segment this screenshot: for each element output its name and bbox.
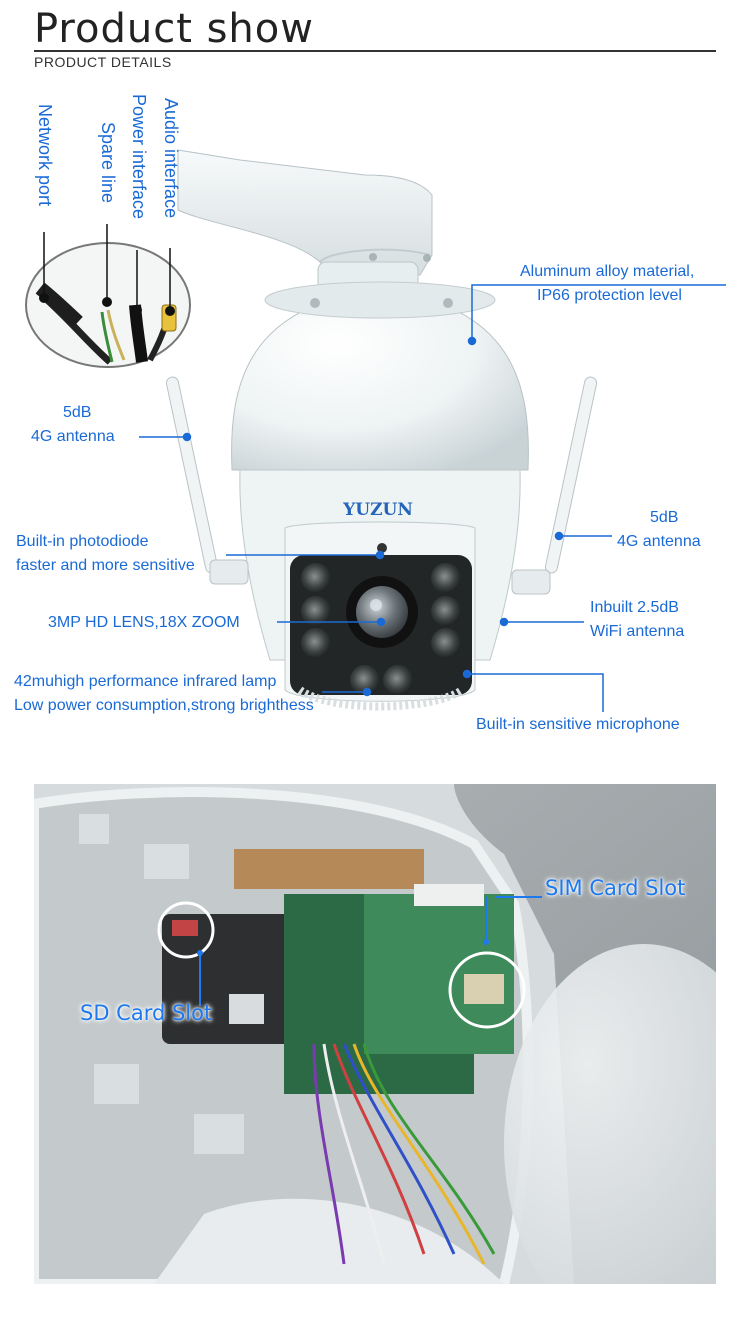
callout-wifi-line1: Inbuilt 2.5dB (590, 599, 679, 616)
callout-infrared-line2: Low power consumption,strong brighthess (14, 697, 314, 714)
callout-microphone: Built-in sensitive microphone (476, 716, 680, 733)
callout-photodiode-line1: Built-in photodiode (16, 533, 149, 550)
title-divider (34, 50, 716, 52)
sd-card-slot-label: SD Card Slot (80, 1001, 213, 1025)
cable-inset (25, 242, 191, 368)
label-audio-interface: Audio interface (161, 98, 181, 219)
callout-antenna-left-line1: 5dB (63, 404, 92, 421)
callout-antenna-right-line1: 5dB (650, 509, 679, 526)
callout-wifi-line2: WiFi antenna (590, 623, 685, 640)
label-network-port: Network port (35, 104, 55, 207)
callout-photodiode-line2: faster and more sensitive (16, 557, 195, 574)
callout-lens: 3MP HD LENS,18X ZOOM (48, 614, 240, 631)
callout-antenna-left-line2: 4G antenna (31, 428, 115, 445)
board-photo: SIM Card Slot SD Card Slot (34, 784, 716, 1284)
label-spare-line: Spare line (98, 122, 118, 204)
page-subtitle: PRODUCT DETAILS (34, 54, 172, 70)
callout-housing-line1: Aluminum alloy material, (520, 263, 695, 280)
callout-infrared-line1: 42muhigh performance infrared lamp (14, 673, 277, 690)
sim-card-slot-label: SIM Card Slot (545, 876, 686, 900)
page-title: Product show (34, 6, 314, 52)
board-photo-illustration (34, 784, 716, 1284)
label-power-interface: Power interface (129, 94, 149, 220)
callout-antenna-right-line2: 4G antenna (617, 533, 701, 550)
callout-housing-line2: IP66 protection level (537, 287, 682, 304)
camera-diagram: YUZUN (25, 149, 726, 712)
brand-logo: YUZUN (342, 500, 413, 520)
